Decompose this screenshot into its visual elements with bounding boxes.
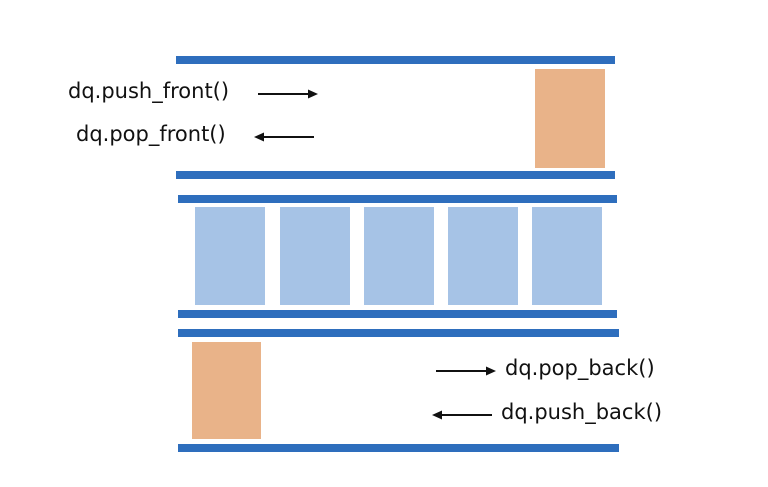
pop-back-label: dq.pop_back() — [505, 356, 655, 380]
deque-element — [195, 207, 265, 305]
back-element — [192, 342, 261, 439]
deque-element — [280, 207, 350, 305]
deque-element — [532, 207, 602, 305]
pop-back-arrow-icon — [436, 366, 496, 376]
bottom-upper-rail — [178, 329, 619, 337]
push-back-label: dq.push_back() — [501, 400, 663, 424]
deque-element — [448, 207, 518, 305]
push-front-label: dq.push_front() — [68, 79, 230, 103]
push-front-arrow-icon — [258, 89, 318, 99]
top-lower-rail — [176, 171, 615, 179]
middle-lower-rail — [178, 310, 617, 318]
front-element — [535, 69, 605, 168]
middle-upper-rail — [178, 195, 617, 203]
pop-front-label: dq.pop_front() — [76, 122, 226, 146]
deque-element — [364, 207, 434, 305]
push-back-arrow-icon — [432, 410, 492, 420]
bottom-lower-rail — [178, 444, 619, 452]
top-upper-rail — [176, 56, 615, 64]
pop-front-arrow-icon — [254, 132, 314, 142]
